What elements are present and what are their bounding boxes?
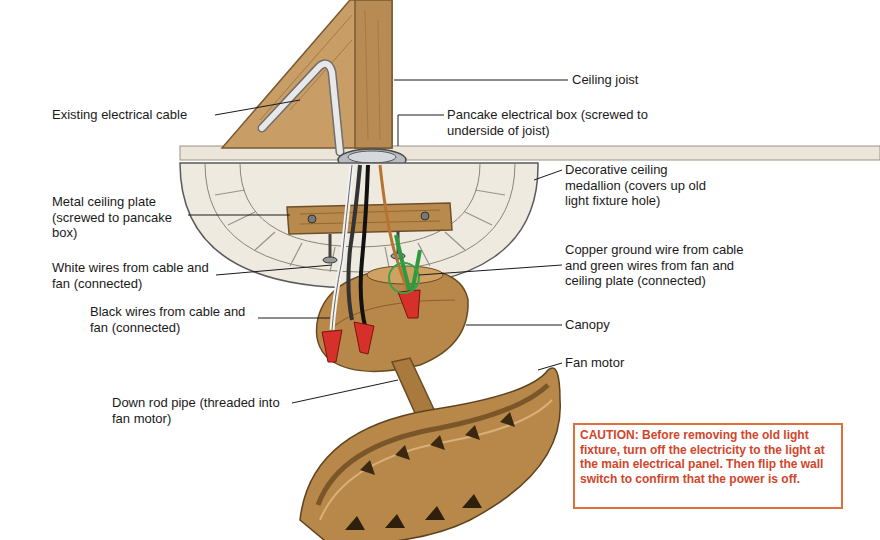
callout-label: Black wires from cable and fan (connecte…	[90, 304, 258, 335]
leader-line	[258, 318, 330, 319]
caution-box: CAUTION: Before removing the old light f…	[573, 423, 843, 509]
callout-label: Fan motor	[565, 355, 715, 371]
leader-line	[466, 325, 562, 326]
leader-line	[398, 115, 444, 146]
ceiling-joist	[355, 0, 392, 148]
electrical-cable	[262, 64, 340, 152]
wire-nut	[322, 290, 420, 362]
ceiling-plate	[308, 215, 316, 223]
ceiling-plate	[300, 210, 440, 224]
leader-line	[216, 265, 332, 275]
callout-label: Ceiling joist	[572, 72, 772, 88]
leader-line	[188, 215, 290, 216]
fan-motor	[300, 368, 560, 540]
callout-label: Metal ceiling plate (screwed to pancake …	[52, 194, 178, 241]
wire-nut	[322, 330, 342, 362]
callout-label: Pancake electrical box (screwed to under…	[447, 107, 662, 138]
callout-label: Existing electrical cable	[52, 107, 252, 123]
callout-label: Copper ground wire from cable and green …	[565, 242, 745, 289]
wire	[332, 165, 352, 330]
mounting-screw	[329, 234, 332, 258]
ceiling-joist	[260, 10, 380, 140]
fan-motor	[300, 368, 560, 540]
highlight-circle	[389, 263, 419, 293]
fan-motor	[360, 412, 515, 475]
wire	[361, 165, 368, 330]
fan-motor	[320, 400, 552, 520]
wire-nut	[398, 290, 420, 318]
highlight-circle	[389, 263, 419, 293]
leader-line	[215, 100, 300, 115]
caution-text: CAUTION: Before removing the old light f…	[580, 428, 836, 486]
electrical-cable	[262, 64, 340, 152]
electrical-cable	[262, 64, 340, 152]
ceiling-plate	[287, 203, 452, 234]
wire-nut	[354, 322, 374, 354]
leader-line	[419, 265, 562, 275]
wire	[332, 165, 420, 330]
ceiling-plate	[287, 203, 452, 234]
callout-label: Decorative ceiling medallion (covers up …	[565, 162, 713, 209]
wire	[332, 165, 352, 330]
callout-label: White wires from cable and fan (connecte…	[52, 260, 212, 291]
callout-label: Down rod pipe (threaded into fan motor)	[112, 395, 290, 426]
leader-line	[534, 170, 562, 180]
leader-line	[292, 380, 398, 403]
ceiling-plate	[421, 212, 429, 220]
pancake-box	[348, 151, 396, 163]
mounting-screw	[323, 257, 337, 263]
callout-label: Canopy	[565, 317, 715, 333]
leader-line	[538, 363, 562, 370]
fan-motor	[345, 494, 482, 530]
ceiling-medallion	[215, 190, 505, 272]
leader-line	[394, 80, 568, 81]
fan-motor	[318, 385, 548, 505]
